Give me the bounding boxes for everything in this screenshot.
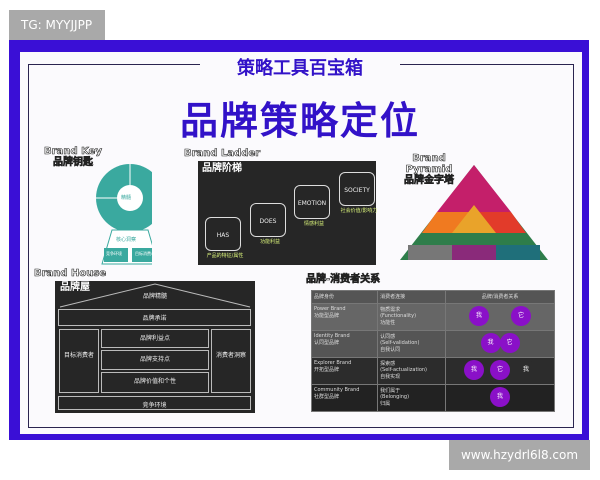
ladder-step-has: HAS xyxy=(205,217,241,251)
house-left-pillar: 目标消费者 xyxy=(59,329,99,393)
ladder-step-emotion: EMOTION xyxy=(294,185,330,219)
header-connection: 消费者连接 xyxy=(377,290,447,304)
brand-house-label-en: Brand House xyxy=(34,268,107,280)
house-middle-3: 品牌价值和个性 xyxy=(101,372,209,393)
ladder-note-society: 社会价值/影响力 xyxy=(340,208,378,214)
house-middle-2: 品牌支持点 xyxy=(101,350,209,370)
watermark-top: TG: MYYJJPP xyxy=(9,10,105,40)
house-base: 竞争环境 xyxy=(58,396,251,410)
brand-key-bottom-left: 竞争环境 xyxy=(106,251,122,256)
brand-ladder-label-en: Brand Ladder xyxy=(184,148,261,160)
house-roof xyxy=(59,283,251,308)
house-roof-label: 品牌精髓 xyxy=(142,293,167,300)
poster-subtitle: 策略工具百宝箱 xyxy=(200,54,400,80)
brand-house-label-cn: 品牌屋 xyxy=(60,282,90,293)
poster-title: 品牌策略定位 xyxy=(179,99,420,143)
house-promise: 品牌承诺 xyxy=(58,309,251,326)
watermark-bottom: www.hzydrl6l8.com xyxy=(449,440,590,470)
brand-ladder-panel xyxy=(198,161,376,265)
house-right-pillar: 消费者洞察 xyxy=(211,329,251,393)
ladder-note-emotion: 情感利益 xyxy=(303,221,324,227)
brand-key-center: 精髓 xyxy=(121,195,132,201)
header-relationship: 品牌/消费者关系 xyxy=(445,290,555,304)
brand-key-base: 核心洞察 xyxy=(116,237,137,243)
ladder-note-has: 产品的特征/属性 xyxy=(206,253,244,259)
header-identity: 品牌身份 xyxy=(310,290,379,304)
house-middle-1: 品牌利益点 xyxy=(101,329,209,348)
brand-key-bottom-right: 目标消费者 xyxy=(135,251,155,256)
relationship-label: 品牌-消费者关系 xyxy=(306,274,381,286)
brand-key-diagram xyxy=(96,164,152,265)
brand-ladder-label-cn: 品牌阶梯 xyxy=(202,163,242,174)
brand-pyramid-diagram xyxy=(400,165,548,260)
ladder-note-does: 功能利益 xyxy=(259,239,280,245)
ladder-step-society: SOCIETY xyxy=(339,172,375,206)
ladder-step-does: DOES xyxy=(250,203,286,237)
